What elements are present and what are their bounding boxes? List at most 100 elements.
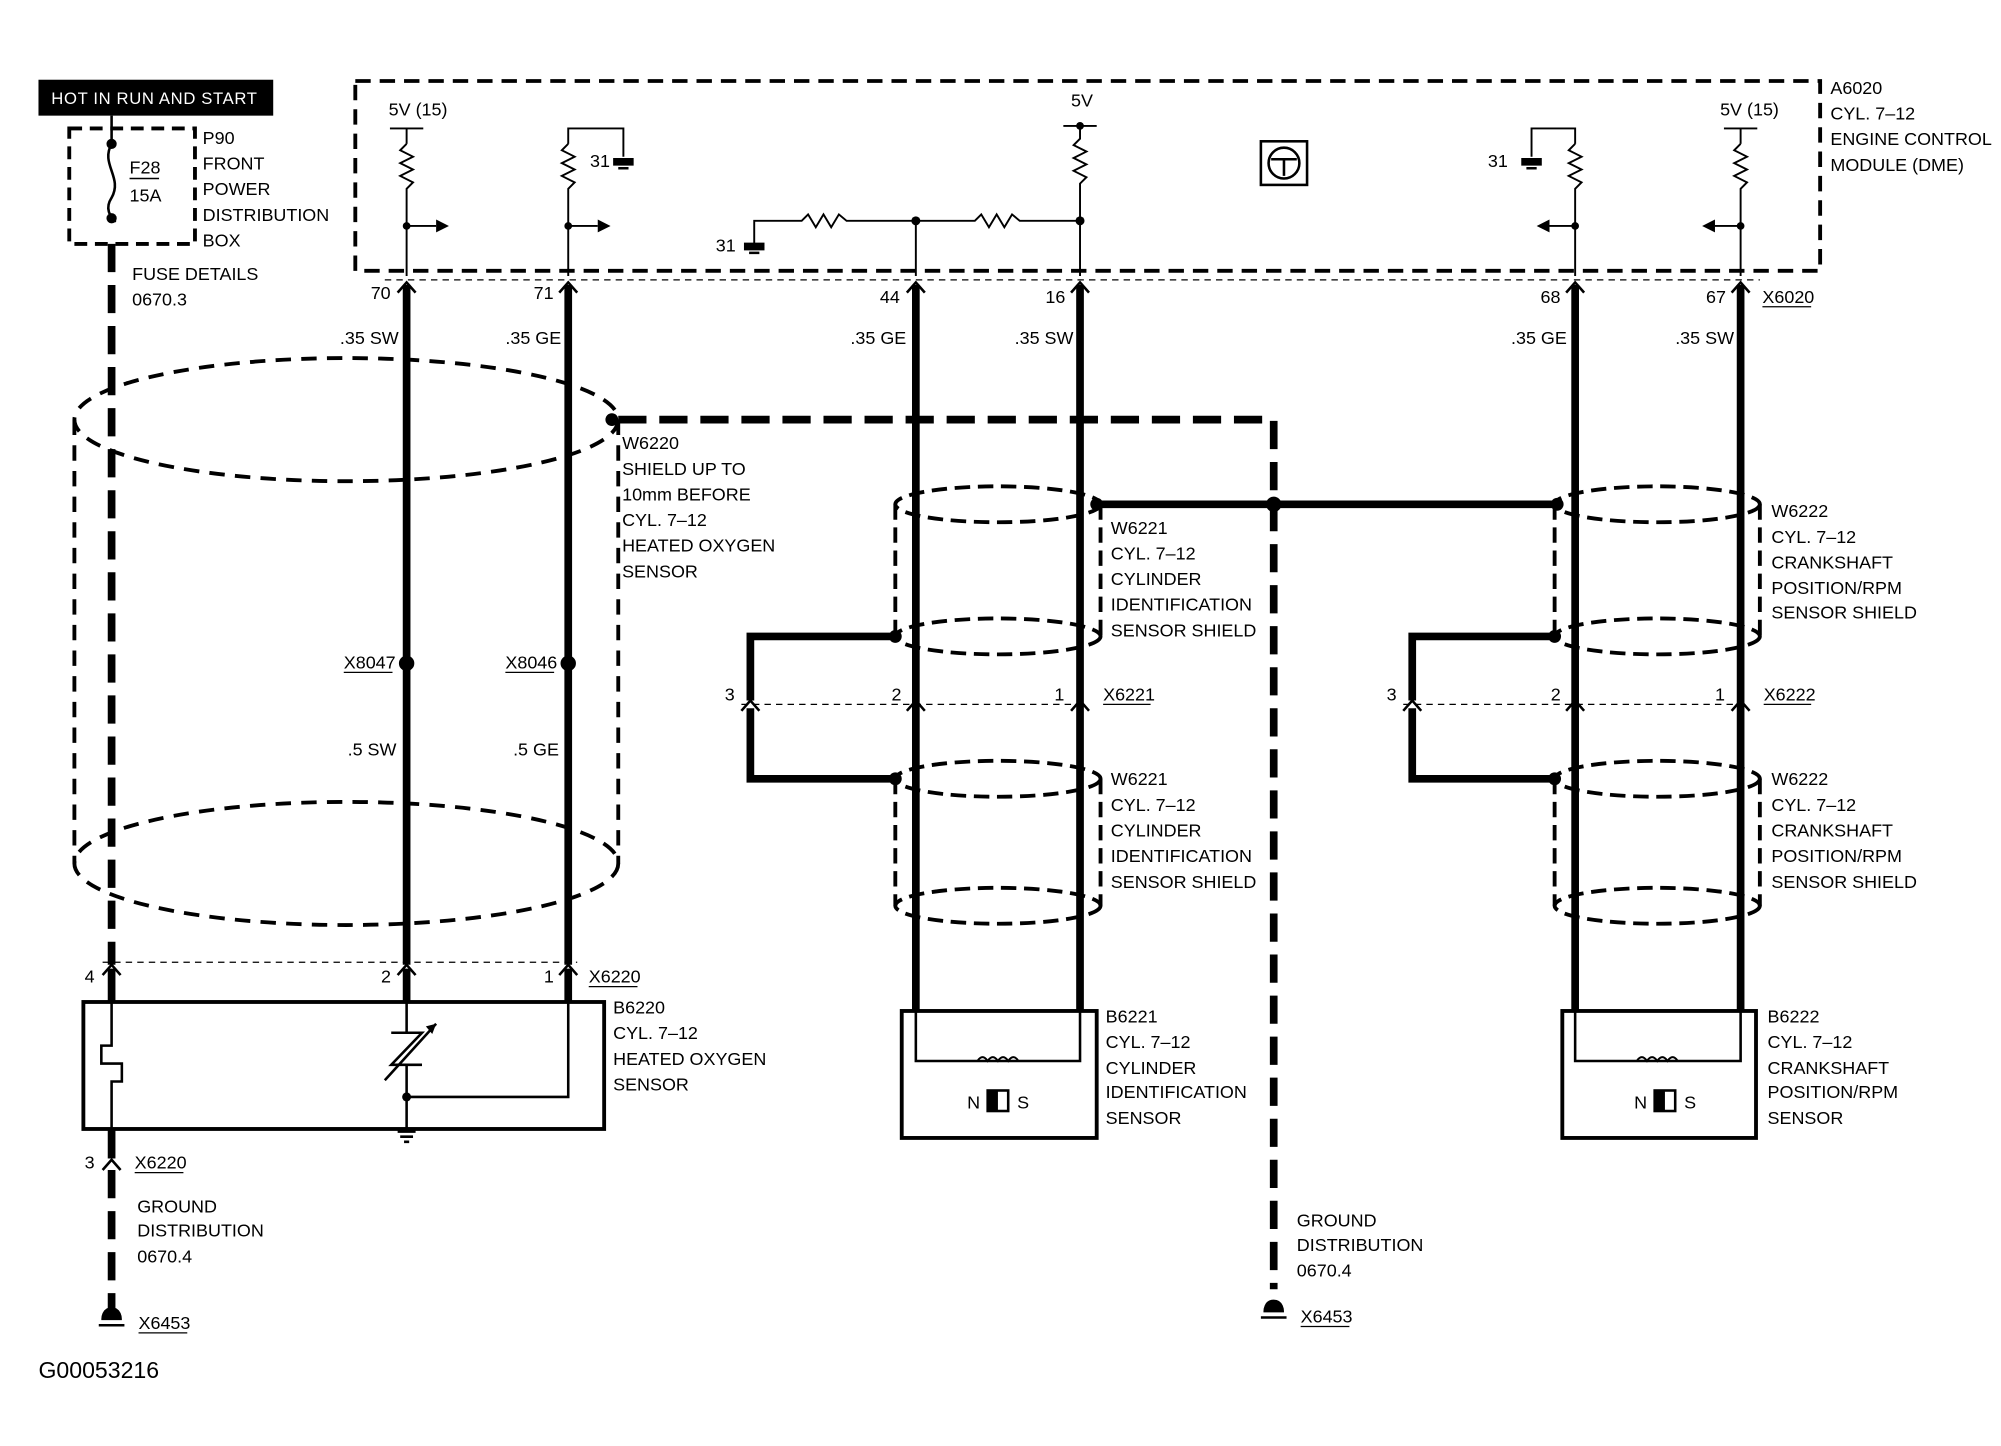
shield-w6222-upper-2: CYL. 7–12	[1771, 527, 1856, 547]
shield-w6222-jumper	[1408, 632, 1555, 701]
esd-symbol-mark	[1271, 157, 1297, 176]
sensor-b6221-label-4: IDENTIFICATION	[1106, 1082, 1247, 1102]
ground-31-a: 31	[590, 151, 610, 171]
sensor-b6221-label-2: CYL. 7–12	[1106, 1032, 1191, 1052]
shield-w6222-upper	[1552, 484, 1762, 657]
shield-w6220-4: CYL. 7–12	[622, 510, 707, 530]
wire-color-16: .35 SW	[1015, 328, 1074, 348]
wire-color-x8047-below: .5 SW	[348, 740, 397, 760]
pin-68: 68	[1541, 287, 1561, 307]
ecm-label-4: MODULE (DME)	[1830, 155, 1964, 175]
shield-bus-splice	[1266, 496, 1282, 512]
sensor-b6220-label-3: HEATED OXYGEN	[613, 1049, 766, 1069]
shield-w6221-upper-5: SENSOR SHIELD	[1111, 620, 1257, 640]
shield-w6222-jumper-lower	[1408, 708, 1555, 783]
fuse-box-label-5: BOX	[203, 230, 241, 250]
shield-w6221-lower-3: CYLINDER	[1111, 821, 1202, 841]
ecm-connector: X6020	[1762, 287, 1814, 307]
document-id: G00053216	[38, 1357, 159, 1383]
shield-w6221-lower-5: SENSOR SHIELD	[1111, 872, 1257, 892]
splice-x8047-label: X8047	[344, 652, 396, 672]
shield-w6221-upper-4: IDENTIFICATION	[1111, 595, 1252, 615]
ecm-label-1: A6020	[1830, 78, 1882, 98]
sensor-b6221-coil-icon	[976, 1056, 1020, 1063]
node-68	[1571, 222, 1579, 230]
node-5v	[1076, 122, 1084, 130]
sensor-b6221-n: N	[967, 1092, 980, 1112]
x6222-label: X6222	[1764, 685, 1816, 705]
pin-71: 71	[534, 283, 554, 303]
splice-x8046-label: X8046	[505, 652, 557, 672]
wire-color-70: .35 SW	[340, 328, 399, 348]
shield-w6221-upper	[893, 484, 1103, 657]
sensor-b6221-label-5: SENSOR	[1106, 1108, 1182, 1128]
variable-arrow-shaft	[383, 1022, 438, 1082]
sensor-b6220-label-2: CYL. 7–12	[613, 1023, 698, 1043]
sensor-b6222-label-5: SENSOR	[1768, 1108, 1844, 1128]
sensor-b6222-label-4: POSITION/RPM	[1768, 1082, 1899, 1102]
ecm-label-3: ENGINE CONTROL	[1830, 129, 1991, 149]
ground-right-1: GROUND	[1297, 1210, 1377, 1230]
fuse-bottom-dot	[106, 213, 117, 224]
pin-70: 70	[371, 283, 391, 303]
sensor-return-lead	[406, 1001, 570, 1099]
fuse-box-outline	[67, 126, 197, 246]
wire-color-71: .35 GE	[505, 328, 561, 348]
shield-w6220-1: W6220	[622, 433, 679, 453]
shield-w6222-lower-5: SENSOR SHIELD	[1771, 872, 1917, 892]
power-tag: HOT IN RUN AND START	[51, 89, 257, 108]
ground-31-c-icon	[1521, 157, 1542, 170]
resistor-71	[559, 143, 577, 276]
sensor-b6221-label-1: B6221	[1106, 1007, 1158, 1027]
ground-right-point: X6453	[1301, 1307, 1353, 1327]
sensor-b6220-label-1: B6220	[613, 998, 665, 1018]
pin-67: 67	[1706, 287, 1726, 307]
shield-w6220-5: HEATED OXYGEN	[622, 536, 775, 556]
arrow-68-icon	[1536, 219, 1550, 233]
wire-color-x8046-below: .5 GE	[513, 740, 559, 760]
resistor-68	[1566, 143, 1584, 276]
x6220-stubs	[107, 968, 573, 1002]
shield-w6221-jumper	[746, 632, 896, 701]
pin-16: 16	[1045, 287, 1065, 307]
variable-element-icon	[388, 1031, 426, 1067]
fuse-details-1: FUSE DETAILS	[132, 264, 258, 284]
ecm-outline	[353, 79, 1823, 273]
x6221-pin-marks	[740, 698, 1090, 712]
power-tag-box	[38, 79, 274, 116]
node-16	[1075, 216, 1085, 226]
sensor-b6222-n: N	[1634, 1092, 1647, 1112]
sensor-b6220-label-4: SENSOR	[613, 1074, 689, 1094]
sensor-b6221-magnet-fill	[987, 1090, 998, 1112]
x6221-pin-2: 2	[891, 685, 901, 705]
shield-w6221-lower	[893, 758, 1103, 926]
arrow-67-icon	[1702, 219, 1715, 233]
wire-color-68: .35 GE	[1511, 328, 1567, 348]
x6221-pin-1: 1	[1054, 685, 1064, 705]
x6220-pin-marks	[101, 962, 579, 976]
node-71	[564, 222, 573, 230]
bias-network	[753, 212, 1081, 244]
sensor-b6222-label-3: CRANKSHAFT	[1768, 1058, 1890, 1078]
supply-label-left: 5V (15)	[389, 100, 448, 120]
esd-symbol-box	[1259, 140, 1309, 187]
ground-left-3: 0670.4	[137, 1246, 192, 1266]
shield-w6222-drain-top	[1550, 497, 1564, 511]
ground-left-point: X6453	[139, 1313, 191, 1333]
resistor-16	[1071, 125, 1089, 276]
fuse-details-2: 0670.3	[132, 289, 187, 309]
sensor-b6222-body	[1560, 1009, 1758, 1140]
shield-drain-wire	[618, 415, 1278, 1290]
wire-color-67: .35 SW	[1675, 328, 1734, 348]
sensor-b6222-magnet-fill	[1654, 1090, 1665, 1112]
supply-label-center: 5V	[1071, 91, 1093, 111]
sensor-b6221-label-3: CYLINDER	[1106, 1058, 1197, 1078]
sensor-b6221-coil-lead	[914, 1010, 1082, 1063]
fuse-box-label-2: FRONT	[203, 154, 265, 174]
x6220-pin-1: 1	[544, 967, 554, 987]
fuse-symbol	[106, 143, 117, 223]
ground-right-icon	[1260, 1299, 1287, 1319]
resistor-70	[398, 143, 416, 276]
sensor-ground-icon	[397, 1130, 416, 1144]
